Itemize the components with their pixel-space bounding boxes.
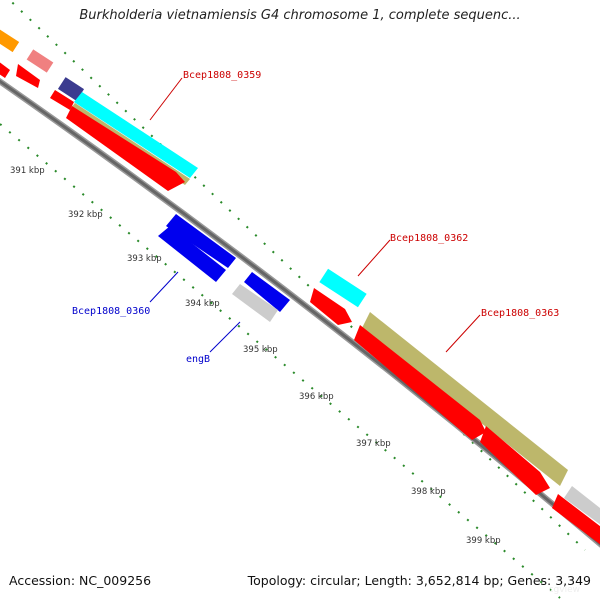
cog-pink-feature[interactable] [26,49,54,73]
cog-khaki-feature-2[interactable] [362,312,568,486]
ruler-label: 393 kbp [127,254,162,264]
cog-cyan-feature-2[interactable] [319,268,367,308]
gene-label-bcep1808-0363[interactable]: Bcep1808_0363 [481,308,559,319]
ruler-label: 397 kbp [356,439,391,449]
ruler-label: 391 kbp [10,166,45,176]
cds-arrow[interactable] [354,325,486,440]
cds-arrow-reverse[interactable] [244,272,290,312]
accession-label: Accession: NC_009256 [9,573,152,588]
cds-arrow-reverse[interactable] [158,226,226,282]
cog-track [0,27,600,528]
cog-orange-feature[interactable] [0,27,20,53]
label-leaders [149,77,481,353]
cog-purple-feature[interactable] [57,77,85,101]
inner-tick-track [0,123,561,599]
cds-arrow[interactable] [480,426,550,495]
cds-arrow[interactable] [310,288,352,325]
ruler-label: 399 kbp [466,536,501,546]
cds-arrow-reverse[interactable] [166,214,236,268]
gene-labels: Bcep1808_0359 Bcep1808_0362 Bcep1808_036… [72,70,559,365]
cog-cyan-feature[interactable] [74,92,198,178]
ruler-label: 398 kbp [411,487,446,497]
ruler-label: 395 kbp [243,345,278,355]
watermark-logo: cgview [548,585,580,595]
cds-arrow[interactable] [16,64,40,88]
topology-summary: Topology: circular; Length: 3,652,814 bp… [247,573,591,588]
ruler-label: 392 kbp [68,210,103,220]
gene-label-bcep1808-0362[interactable]: Bcep1808_0362 [390,233,468,244]
ruler-labels: 391 kbp 392 kbp 393 kbp 394 kbp 395 kbp … [10,166,501,546]
cds-arrow[interactable] [50,90,74,110]
ruler-label: 396 kbp [299,392,334,402]
cds-arrow[interactable] [66,106,185,191]
cds-arrow-reverse-gray[interactable] [232,284,278,322]
ruler-label: 394 kbp [185,299,220,309]
cog-gray-feature[interactable] [564,486,600,528]
outer-tick-track [8,0,586,551]
map-title: Burkholderia vietnamiensis G4 chromosome… [79,8,521,23]
gene-label-bcep1808-0359[interactable]: Bcep1808_0359 [183,70,261,81]
gene-label-bcep1808-0360[interactable]: Bcep1808_0360 [72,306,150,317]
forward-cds-track [0,55,600,548]
reverse-cds-track [158,214,290,322]
cds-arrow[interactable] [0,55,10,78]
cds-arrow[interactable] [552,494,600,548]
gene-label-engb[interactable]: engB [186,354,210,365]
